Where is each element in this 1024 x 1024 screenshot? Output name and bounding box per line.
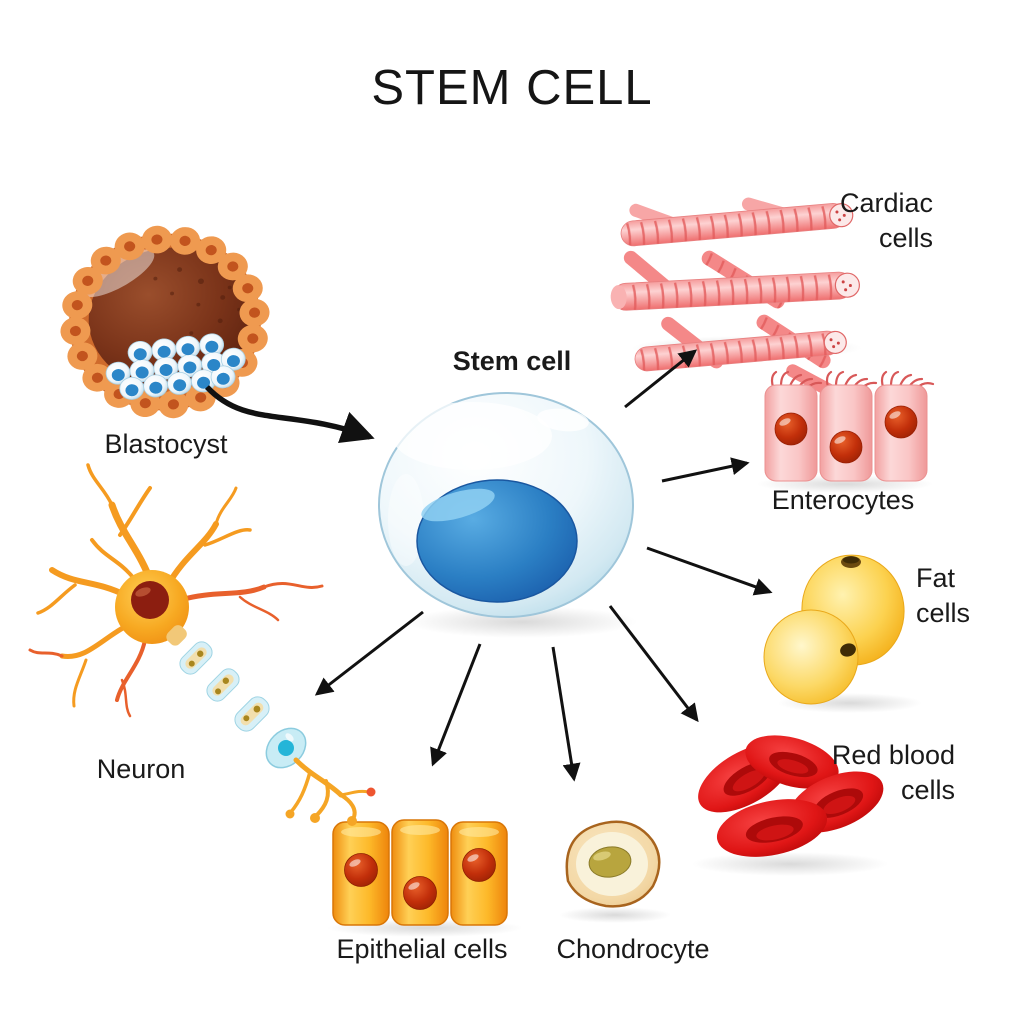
neuron-myelinated-axon bbox=[179, 641, 307, 769]
blastocyst-inner-cell-mass bbox=[105, 333, 246, 400]
fat-cells-illustration bbox=[763, 554, 922, 713]
red-blood-cells-label: Red blood cells bbox=[831, 740, 955, 805]
blastocyst-label: Blastocyst bbox=[104, 429, 228, 459]
neuron-nucleus bbox=[131, 581, 169, 619]
cardiac-cells-label: Cardiac cells bbox=[839, 188, 933, 253]
red-blood-cells-illustration bbox=[692, 735, 888, 876]
neuron-label: Neuron bbox=[96, 754, 186, 784]
chondrocyte-illustration bbox=[559, 820, 671, 923]
neuron-axon-terminals bbox=[289, 757, 370, 821]
arrow-stem-to-fat bbox=[646, 546, 773, 596]
stem-cell-label: Stem cell bbox=[452, 346, 572, 376]
epithelial-cells-label: Epithelial cells bbox=[336, 934, 508, 964]
arrow-stem-to-epithelial bbox=[430, 643, 482, 767]
chondrocyte-label: Chondrocyte bbox=[556, 934, 710, 964]
enterocytes-label: Enterocytes bbox=[771, 485, 915, 515]
blastocyst-illustration bbox=[60, 225, 270, 419]
stem-cell-illustration bbox=[378, 392, 637, 638]
arrow-stem-to-chondrocyte bbox=[551, 646, 581, 782]
diagram-arrows bbox=[204, 349, 773, 782]
fat-cells-label: Fat cells bbox=[916, 563, 971, 628]
arrow-stem-to-neuron bbox=[314, 610, 424, 696]
arrow-stem-to-rbc bbox=[608, 605, 699, 723]
diagram-title: STEM CELL bbox=[371, 61, 653, 115]
arrow-stem-to-cardiac bbox=[624, 349, 698, 409]
arrow-stem-to-enterocytes bbox=[661, 457, 750, 483]
epithelial-cells-illustration bbox=[327, 819, 523, 937]
enterocytes-illustration bbox=[757, 370, 935, 493]
arrow-blastocyst-to-stem-cell bbox=[204, 385, 375, 443]
neuron-illustration bbox=[28, 463, 376, 826]
